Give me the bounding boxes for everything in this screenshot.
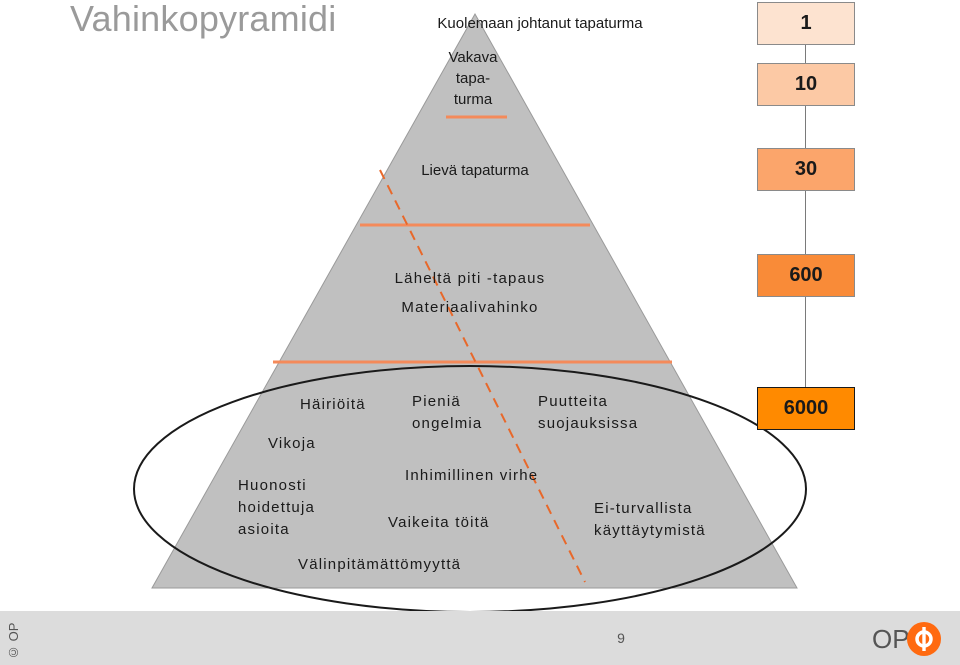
level-label-near-miss: Läheltä piti -tapaus bbox=[394, 270, 546, 287]
count-box-fatal: 1 bbox=[757, 2, 855, 45]
base-item-vikoja: Vikoja bbox=[268, 435, 316, 452]
dashed-divider bbox=[379, 169, 586, 583]
count-connector-line bbox=[805, 45, 806, 390]
base-item-valinpitamattomyytta: Välinpitämättömyyttä bbox=[298, 556, 462, 573]
page-number: 9 bbox=[617, 630, 625, 646]
base-item-puutteita: Puutteita suojauksissa bbox=[538, 393, 639, 432]
footer-bar bbox=[0, 611, 960, 665]
base-item-pienia: Pieniä ongelmia bbox=[412, 393, 483, 432]
page-title: Vahinkopyramidi bbox=[70, 0, 337, 39]
level-label-serious: Vakava tapa- turma bbox=[448, 49, 498, 108]
op-logo-icon bbox=[907, 622, 941, 656]
base-item-inhimillinen: Inhimillinen virhe bbox=[405, 467, 539, 484]
pyramid-shape bbox=[151, 12, 798, 589]
base-item-huonosti: Huonosti hoidettuja asioita bbox=[238, 477, 316, 538]
count-box-near-miss: 600 bbox=[757, 254, 855, 297]
op-logo-symbol bbox=[915, 627, 933, 651]
base-item-vaikeita: Vaikeita töitä bbox=[388, 514, 490, 531]
op-logo-text: OP bbox=[872, 624, 910, 654]
level-label-fatal: Kuolemaan johtanut tapaturma bbox=[437, 15, 643, 32]
count-box-minor: 30 bbox=[757, 148, 855, 191]
base-item-hairioita: Häiriöitä bbox=[300, 396, 366, 413]
count-box-base: 6000 bbox=[757, 387, 855, 430]
level-label-material-damage: Materiaalivahinko bbox=[401, 299, 539, 316]
count-box-serious: 10 bbox=[757, 63, 855, 106]
base-item-ei-turvallista: Ei-turvallista käyttäytymistä bbox=[594, 500, 706, 539]
level-label-minor: Lievä tapaturma bbox=[421, 162, 529, 179]
copyright-text: © OP bbox=[6, 622, 21, 660]
